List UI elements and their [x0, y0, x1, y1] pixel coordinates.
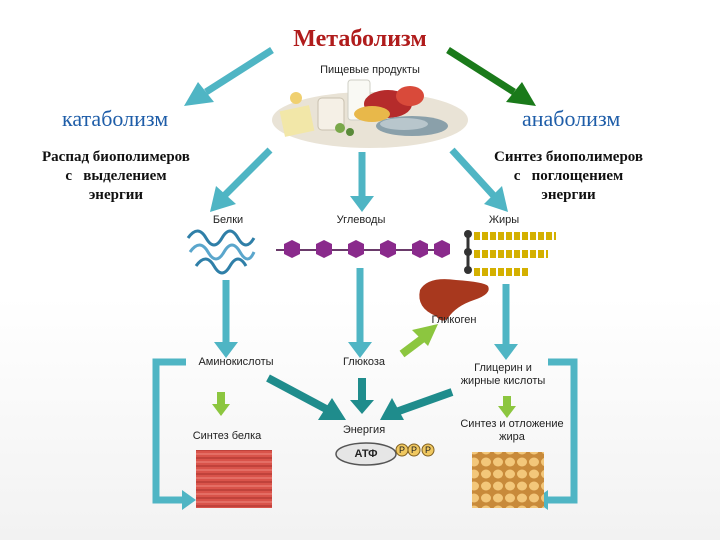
arrow-food-to-carbs [350, 152, 374, 212]
arrow-glucose-to-energy [350, 378, 374, 414]
arrow-glycerol-to-fat-synthesis [498, 396, 516, 418]
adipose-tissue-image [472, 452, 544, 508]
glycerol-label: Глицерин и жирные кислоты [460, 362, 546, 387]
catabolism-label: катаболизм [62, 106, 169, 131]
phosphate-label-1: Р [398, 445, 405, 455]
fats-label: Жиры [488, 214, 520, 226]
energy-label: Энергия [342, 424, 386, 436]
phosphate-label-2: Р [410, 445, 417, 455]
arrow-fats-to-glycerol [494, 284, 518, 360]
glycogen-label: Гликоген [431, 314, 477, 326]
anabolism-description: Синтез биополимеров с поглощением энерги… [494, 149, 644, 203]
arrow-glycerol-to-energy [380, 388, 454, 420]
arrow-amino-to-synthesis [212, 392, 230, 416]
arrow-food-to-fats [449, 147, 508, 212]
left-bracket-arrow [152, 358, 196, 510]
protein-synthesis-label: Синтез белка [192, 430, 262, 442]
phosphate-label-3: Р [424, 445, 431, 455]
arrow-proteins-to-amino [214, 280, 238, 358]
arrow-carbs-to-glucose [348, 268, 372, 358]
fat-synthesis-label: Синтез и отложение жира [460, 418, 564, 443]
protein-coil-icon [186, 229, 256, 275]
liver-icon [419, 279, 489, 321]
glucose-label: Глюкоза [342, 356, 386, 368]
amino-acids-label: Аминокислоты [198, 356, 274, 368]
catabolism-description: Распад биополимеров с выделением энергии [42, 149, 190, 203]
carbohydrate-chain-icon [276, 240, 450, 258]
arrow-amino-to-energy [266, 374, 346, 420]
arrow-glucose-to-glycogen [399, 324, 438, 358]
arrow-to-catabolism [184, 47, 274, 106]
fat-molecule-icon [464, 230, 556, 276]
carbs-label: Углеводы [336, 214, 386, 226]
atp-molecule-icon [335, 442, 435, 466]
proteins-label: Белки [212, 214, 244, 226]
muscle-tissue-image [196, 450, 272, 508]
arrow-food-to-proteins [210, 147, 273, 212]
food-label: Пищевые продукты [320, 64, 420, 76]
atp-label: АТФ [354, 448, 378, 460]
diagram-title: Метаболизм [293, 26, 427, 52]
anabolism-label: анаболизм [522, 106, 621, 131]
food-image [272, 79, 468, 148]
arrow-to-anabolism [446, 47, 536, 106]
